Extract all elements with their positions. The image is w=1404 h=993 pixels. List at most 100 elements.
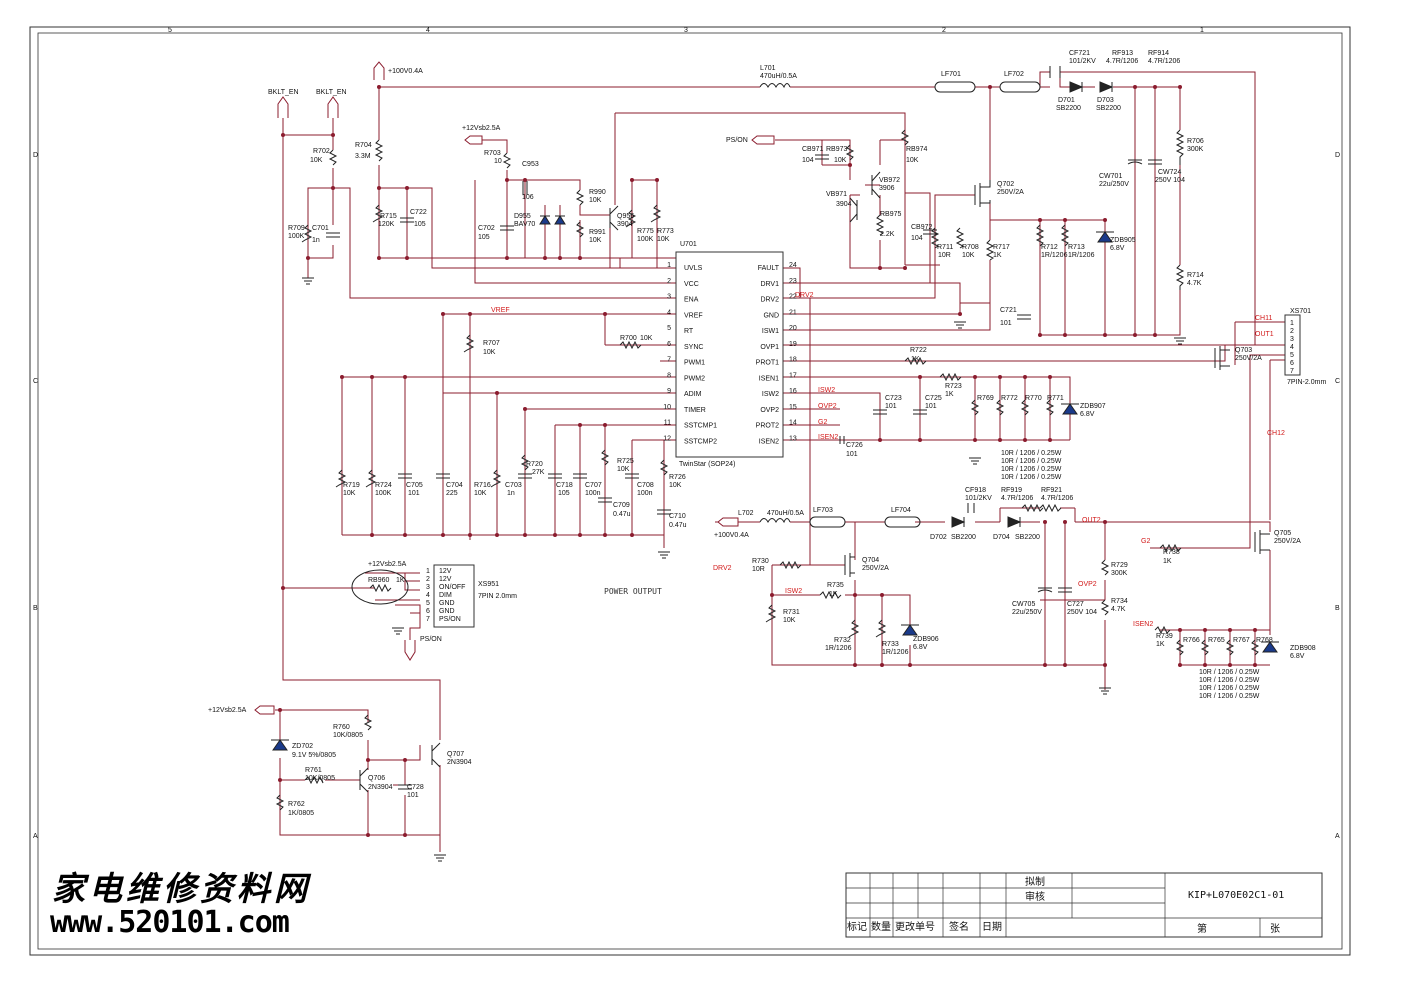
r708-ref: R708 — [962, 244, 979, 251]
r720-value: 27K — [532, 469, 545, 476]
rf919-value: 4.7R/1206 — [1001, 495, 1033, 502]
r706-value: 300K — [1187, 146, 1204, 153]
c705-symbol — [398, 473, 412, 479]
r719-value: 10K — [343, 490, 356, 497]
u701-pin-num: 21 — [789, 309, 797, 316]
zdb908-ref: ZDB908 — [1290, 645, 1316, 652]
row-mark-c-right: C — [1335, 378, 1340, 385]
l701-ref: L701 — [760, 65, 776, 72]
net-label-hv-1: +100V0.4A — [388, 68, 423, 75]
c723-value: 101 — [885, 403, 897, 410]
u701-pin-num: 5 — [667, 325, 671, 332]
r734-symbol — [1100, 599, 1110, 616]
r702-value: 10K — [310, 157, 323, 164]
lf702-ref: LF702 — [1004, 71, 1024, 78]
net-label-drv2-2: DRV2 — [713, 565, 732, 572]
c705-ref: C705 — [406, 482, 423, 489]
xs951-pin-num-7: 7 — [426, 616, 430, 623]
cw724-ref: CW724 — [1158, 169, 1181, 176]
r734-ref: R734 — [1111, 598, 1128, 605]
r733-symbol — [875, 619, 887, 638]
rb975-ref: RB975 — [880, 211, 902, 218]
r725-value: 10K — [617, 466, 630, 473]
u701-pin-name: ISEN1 — [759, 375, 779, 382]
r731-value: 10K — [783, 617, 796, 624]
c718-ref: C718 — [556, 482, 573, 489]
r766-symbol — [1175, 639, 1185, 656]
cf721-ref: CF721 — [1069, 50, 1090, 57]
xs951-pin-2: 12V — [439, 576, 452, 583]
power-output-label: POWER OUTPUT — [604, 587, 662, 596]
u701-pin-num: 11 — [664, 420, 671, 427]
rset1-line3: 10R / 1206 / 0.25W — [1001, 466, 1062, 473]
r773-ref: R773 — [657, 228, 674, 235]
r726-value: 10K — [669, 482, 682, 489]
d704-symbol — [1007, 516, 1022, 528]
zdb907-value: 6.8V — [1080, 411, 1095, 418]
r700-value: 10K — [640, 335, 653, 342]
r707-symbol — [463, 334, 475, 353]
ground-symbol — [1174, 337, 1186, 345]
rf914-value: 4.7R/1206 — [1148, 58, 1180, 65]
r700-ref: R700 — [620, 335, 637, 342]
net-label-pson-2: PS/ON — [420, 636, 442, 643]
r707-ref: R707 — [483, 340, 500, 347]
r702-ref: R702 — [313, 148, 330, 155]
net-label-ovp2-1: OVP2 — [818, 403, 837, 410]
cf918-symbol — [967, 503, 975, 513]
cf721-symbol — [1049, 66, 1061, 78]
rf919-symbol — [1021, 503, 1044, 513]
c725-value: 101 — [925, 403, 937, 410]
ground-symbol — [434, 854, 446, 862]
r762-value: 1K/0805 — [288, 810, 314, 817]
c709-ref: C709 — [613, 502, 630, 509]
u701-pin-num: 6 — [667, 341, 671, 348]
c723-ref: C723 — [885, 395, 902, 402]
ground-symbol — [969, 457, 981, 465]
xs951-body — [433, 564, 475, 628]
r706-ref: R706 — [1187, 138, 1204, 145]
q705-ref: Q705 — [1274, 530, 1291, 537]
c728-ref: C728 — [407, 784, 424, 791]
r720-ref: R720 — [526, 461, 543, 468]
u701-pin-name: RT — [684, 328, 694, 335]
q956-ref: Q956 — [617, 213, 634, 220]
r724-symbol — [365, 469, 377, 488]
c701-symbol — [326, 232, 340, 238]
u701-pin-num: 19 — [789, 341, 797, 348]
r773-value: 10K — [657, 236, 670, 243]
hv-port-1 — [373, 61, 385, 80]
l701-value: 470uH/0.5A — [760, 73, 797, 80]
r772-ref: R772 — [1001, 395, 1018, 402]
title-h-qty: 数量 — [871, 920, 891, 933]
u701-pin-num: 22 — [789, 294, 797, 301]
q704-ref: Q704 — [862, 557, 879, 564]
net-label-bklt-en-2: BKLT_EN — [316, 89, 347, 96]
u701-pin-name: VREF — [684, 312, 703, 319]
u701-pin-name: FAULT — [758, 265, 780, 272]
net-label-ch11: CH11 — [1255, 315, 1272, 322]
r765-ref: R765 — [1208, 637, 1225, 644]
title-sheet: 第 — [1197, 922, 1207, 935]
c702-value: 105 — [478, 234, 490, 241]
r991-ref: R991 — [589, 229, 606, 236]
r712-value: 1R/1206 — [1041, 252, 1068, 259]
r716-value: 10K — [474, 490, 487, 497]
u701-pin-num: 12 — [663, 435, 671, 442]
cw724-value: 250V 104 — [1155, 177, 1185, 184]
r739-value: 1K — [1156, 641, 1165, 648]
watermark-cn: 家电维修资料网 — [52, 869, 311, 908]
rf921-symbol — [1039, 503, 1062, 513]
c707-value: 100n — [585, 490, 601, 497]
rb975-symbol — [875, 214, 885, 236]
svg-text:1: 1 — [1290, 320, 1294, 327]
r768-symbol — [1250, 639, 1260, 656]
r709-ref: R709 — [288, 225, 305, 232]
vb972-symbol — [871, 171, 881, 199]
net-label-out2: OUT2 — [1082, 517, 1101, 524]
c722-value: 105 — [414, 221, 426, 228]
q956-symbol — [609, 205, 619, 231]
xs951-pin-num-3: 3 — [426, 584, 430, 591]
r716-ref: R716 — [474, 482, 491, 489]
